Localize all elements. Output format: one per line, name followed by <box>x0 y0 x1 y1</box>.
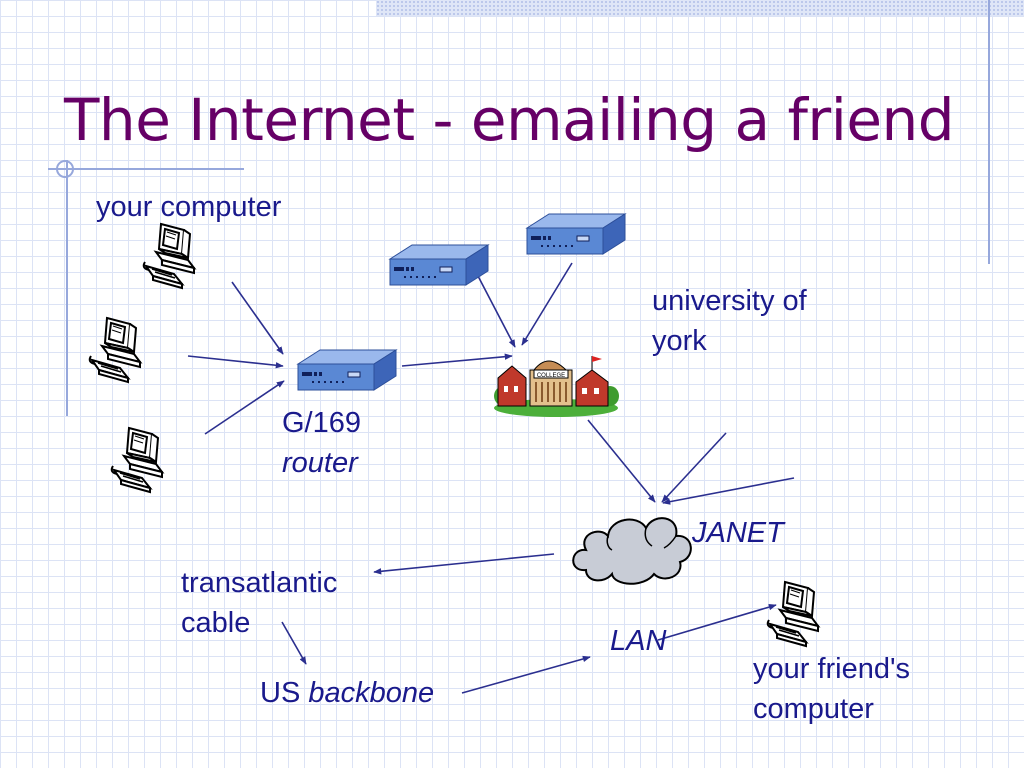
backbone-label: backbone <box>308 677 435 709</box>
computer-icon <box>766 581 819 647</box>
title-ring-ornament <box>56 160 74 178</box>
transatlantic-label-line2: cable <box>181 607 251 639</box>
left-accent-line <box>66 160 68 416</box>
university-label-line2: york <box>652 325 707 357</box>
header-pattern-band <box>376 0 1024 16</box>
friend-computer-label-line1: your friend's <box>753 653 911 685</box>
friend-computer-label-line2: computer <box>753 693 874 725</box>
router-type-label: router <box>282 447 358 479</box>
university-icon: COLLEGE <box>494 356 619 417</box>
router-icon <box>297 349 397 391</box>
college-sign-text: COLLEGE <box>537 373 565 379</box>
university-label-line1: university of <box>652 285 807 317</box>
router-name-label: G/169 <box>282 407 361 439</box>
title-underline <box>48 168 244 170</box>
your-computer-label: your computer <box>96 191 282 223</box>
janet-label: JANET <box>692 517 784 549</box>
lan-label: LAN <box>610 625 667 657</box>
connection-arrows <box>187 262 795 694</box>
router-icon <box>389 244 489 286</box>
cloud-icon <box>572 517 692 585</box>
router-icon <box>526 213 626 255</box>
right-accent-line <box>988 0 990 264</box>
computer-icon <box>110 427 163 493</box>
slide-title: The Internet - emailing a friend <box>64 86 955 154</box>
computer-icon <box>142 223 195 289</box>
us-label: US <box>260 677 301 709</box>
transatlantic-label-line1: transatlantic <box>181 567 338 599</box>
computer-icon <box>88 317 141 383</box>
us-backbone-label: US backbone <box>260 674 434 712</box>
